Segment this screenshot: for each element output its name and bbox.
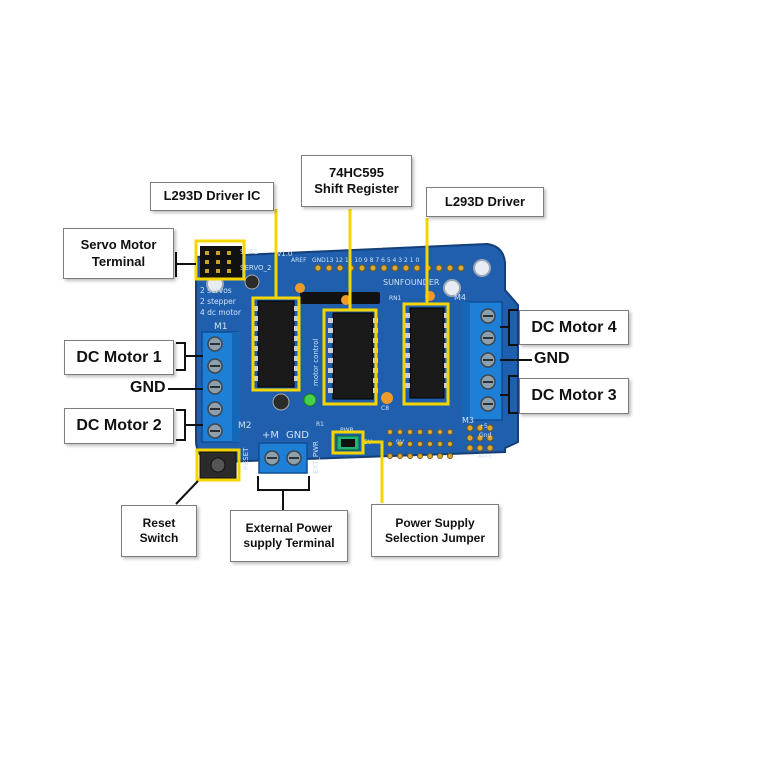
line-reset	[175, 480, 199, 505]
shift-register-ic	[328, 312, 378, 400]
l293d-driver-ic-right	[405, 307, 449, 399]
label-shift-register: 74HC595 Shift Register	[301, 155, 412, 207]
mounting-hole	[443, 279, 461, 297]
line-servo-bracket	[175, 252, 196, 277]
right-terminal-blocks	[462, 301, 503, 421]
line-dc-motor-4	[500, 309, 518, 346]
servo-header-pins	[200, 246, 242, 278]
line-ext-power	[257, 476, 310, 510]
label-power-supply-jumper: Power Supply Selection Jumper	[371, 504, 499, 557]
silk-aref: AREF	[291, 257, 307, 264]
rn1-resistor-network	[300, 292, 380, 304]
yellow-connector-lines	[274, 209, 429, 503]
label-gnd-left: GND	[130, 379, 166, 396]
label-dc-motor-4: DC Motor 4	[519, 310, 629, 345]
silk-rn1: RN1	[389, 295, 402, 302]
silk-caption-stepper: 2 stepper	[200, 297, 237, 306]
label-external-power-terminal: External Power supply Terminal	[230, 510, 348, 562]
silk-ser1: SER1	[240, 248, 258, 256]
line-dc-motor-3	[500, 375, 518, 414]
silk-m4: M4	[454, 293, 466, 302]
label-dc-motor-1: DC Motor 1	[64, 340, 174, 375]
silk-version: v1.0	[277, 250, 292, 258]
silk-a05: A0-5	[478, 453, 492, 460]
label-dc-motor-3: DC Motor 3	[519, 378, 629, 414]
label-l293d-driver-ic: L293D Driver IC	[150, 182, 274, 211]
silk-gnd: GND	[286, 430, 309, 441]
l293d-driver-ic-left	[253, 300, 299, 388]
silk-c8: C8	[381, 405, 389, 412]
silk-m3: M3	[462, 416, 474, 425]
silk-caption-dc: 4 dc motor	[200, 308, 242, 317]
silk-gnd-small: Gnd	[479, 432, 491, 439]
silk-m1: M1	[214, 322, 228, 332]
silk-motor-control: motor control	[312, 338, 320, 386]
left-terminal-blocks	[201, 331, 240, 443]
silk-reset: RESET	[242, 447, 250, 470]
highlight-reset-switch	[195, 448, 241, 482]
label-servo-motor-terminal: Servo Motor Terminal	[63, 228, 174, 279]
silk-servo2: SERVO_2	[240, 264, 271, 272]
external-power-terminal-block	[258, 442, 308, 474]
yellow-line-power-jumper	[363, 440, 384, 503]
silk-ext-pwr: EXT_PWR	[312, 441, 320, 474]
silk-r1: R1	[316, 421, 324, 428]
line-dc-motor-1	[176, 342, 203, 371]
silk-pin-numbers: GND13 12 11 10 9 8 7 6 5 4 3 2 1 0	[312, 257, 419, 264]
silk-caption-servos: 2 servos	[200, 286, 232, 295]
highlight-servo-header	[194, 239, 246, 281]
silk-m2: M2	[238, 421, 252, 431]
label-reset-switch: Reset Switch	[121, 505, 197, 557]
silk-plus5: +5	[479, 423, 488, 430]
connector-lines	[168, 252, 532, 510]
label-dc-motor-2: DC Motor 2	[64, 408, 174, 444]
green-led	[303, 393, 317, 407]
mounting-hole	[473, 259, 491, 277]
reset-switch-body	[199, 451, 237, 479]
line-dc-motor-2	[176, 409, 203, 441]
label-l293d-driver: L293D Driver	[426, 187, 544, 217]
power-jumper-body	[336, 435, 360, 451]
silk-brand: SUNFOUNDER	[383, 278, 440, 287]
silk-plus-m: +M	[262, 430, 279, 441]
silk-9v: 9V	[396, 439, 405, 446]
proto-area-holes	[387, 429, 453, 459]
analog-header-holes	[466, 424, 494, 452]
label-gnd-right: GND	[534, 350, 570, 367]
